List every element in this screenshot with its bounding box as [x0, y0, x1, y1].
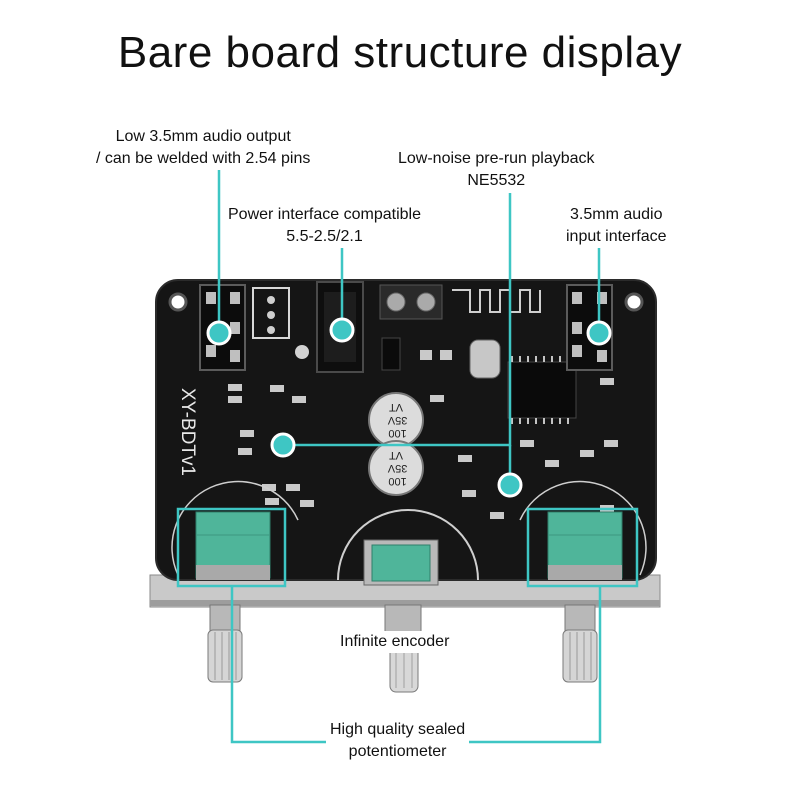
label-preamp-line2: NE5532 [467, 172, 526, 189]
label-audio-output-line1: Low 3.5mm audio output [115, 128, 291, 145]
cap2-line3: VT [389, 449, 403, 461]
label-power-interface: Power interface compatible 5.5-2.5/2.1 [228, 204, 421, 248]
label-pot-line1: High quality sealed [330, 721, 466, 738]
svg-text:100 35V VT: 100 35V VT [385, 449, 408, 487]
mounting-hole [168, 292, 188, 312]
label-power-line2: 5.5-2.5/2.1 [286, 228, 363, 245]
callout-right-pot [526, 507, 639, 588]
encoder-outline [337, 509, 479, 581]
infinite-encoder [363, 539, 439, 586]
label-preamp: Low-noise pre-run playback NE5532 [398, 148, 595, 192]
bluetooth-antenna [452, 289, 541, 313]
svg-text:100 35V VT: 100 35V VT [385, 401, 408, 439]
label-audio-input-line2: input interface [566, 228, 667, 245]
label-audio-output: Low 3.5mm audio output / can be welded w… [96, 126, 310, 170]
left-potentiometer-shaft [207, 604, 243, 683]
right-potentiometer-shaft [562, 604, 598, 683]
left-potentiometer [171, 480, 299, 580]
label-audio-input: 3.5mm audio input interface [566, 204, 667, 248]
crystal-oscillator [469, 339, 501, 379]
cap2-line2: 35V [387, 462, 407, 474]
label-preamp-line1: Low-noise pre-run playback [398, 150, 595, 167]
pin-header-outline [252, 287, 290, 339]
screw-terminal [379, 284, 443, 320]
cap1-line3: VT [389, 401, 403, 413]
cap2-line1: 100 [388, 475, 406, 487]
label-audio-output-line2: / can be welded with 2.54 pins [96, 150, 311, 167]
right-potentiometer [519, 480, 647, 580]
capacitor-1: 100 35V VT [368, 392, 424, 448]
label-power-line1: Power interface compatible [228, 206, 421, 223]
label-audio-input-line1: 3.5mm audio [570, 206, 663, 223]
capacitor-2: 100 35V VT [368, 440, 424, 496]
cap1-line1: 100 [388, 427, 406, 439]
cap1-line2: 35V [387, 414, 407, 426]
board-silkscreen: XY-BDTv1 [177, 388, 198, 476]
ic-chip [507, 356, 577, 424]
page-title: Bare board structure display [117, 28, 683, 77]
label-encoder: Infinite encoder [334, 631, 456, 653]
callout-dots [206, 317, 612, 498]
label-potentiometer: High quality sealed potentiometer [326, 719, 470, 763]
label-pot-line2: potentiometer [348, 743, 447, 760]
mounting-hole [624, 292, 644, 312]
